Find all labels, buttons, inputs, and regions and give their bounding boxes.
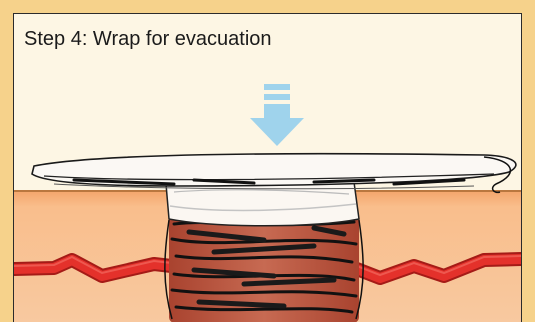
diagram-panel: Step 4: Wrap for evacuation — [13, 13, 522, 322]
wound-wrap-illustration — [14, 14, 522, 322]
wound-packing — [165, 214, 363, 322]
down-arrow-icon — [250, 84, 304, 146]
step-caption: Step 4: Wrap for evacuation — [24, 28, 272, 51]
